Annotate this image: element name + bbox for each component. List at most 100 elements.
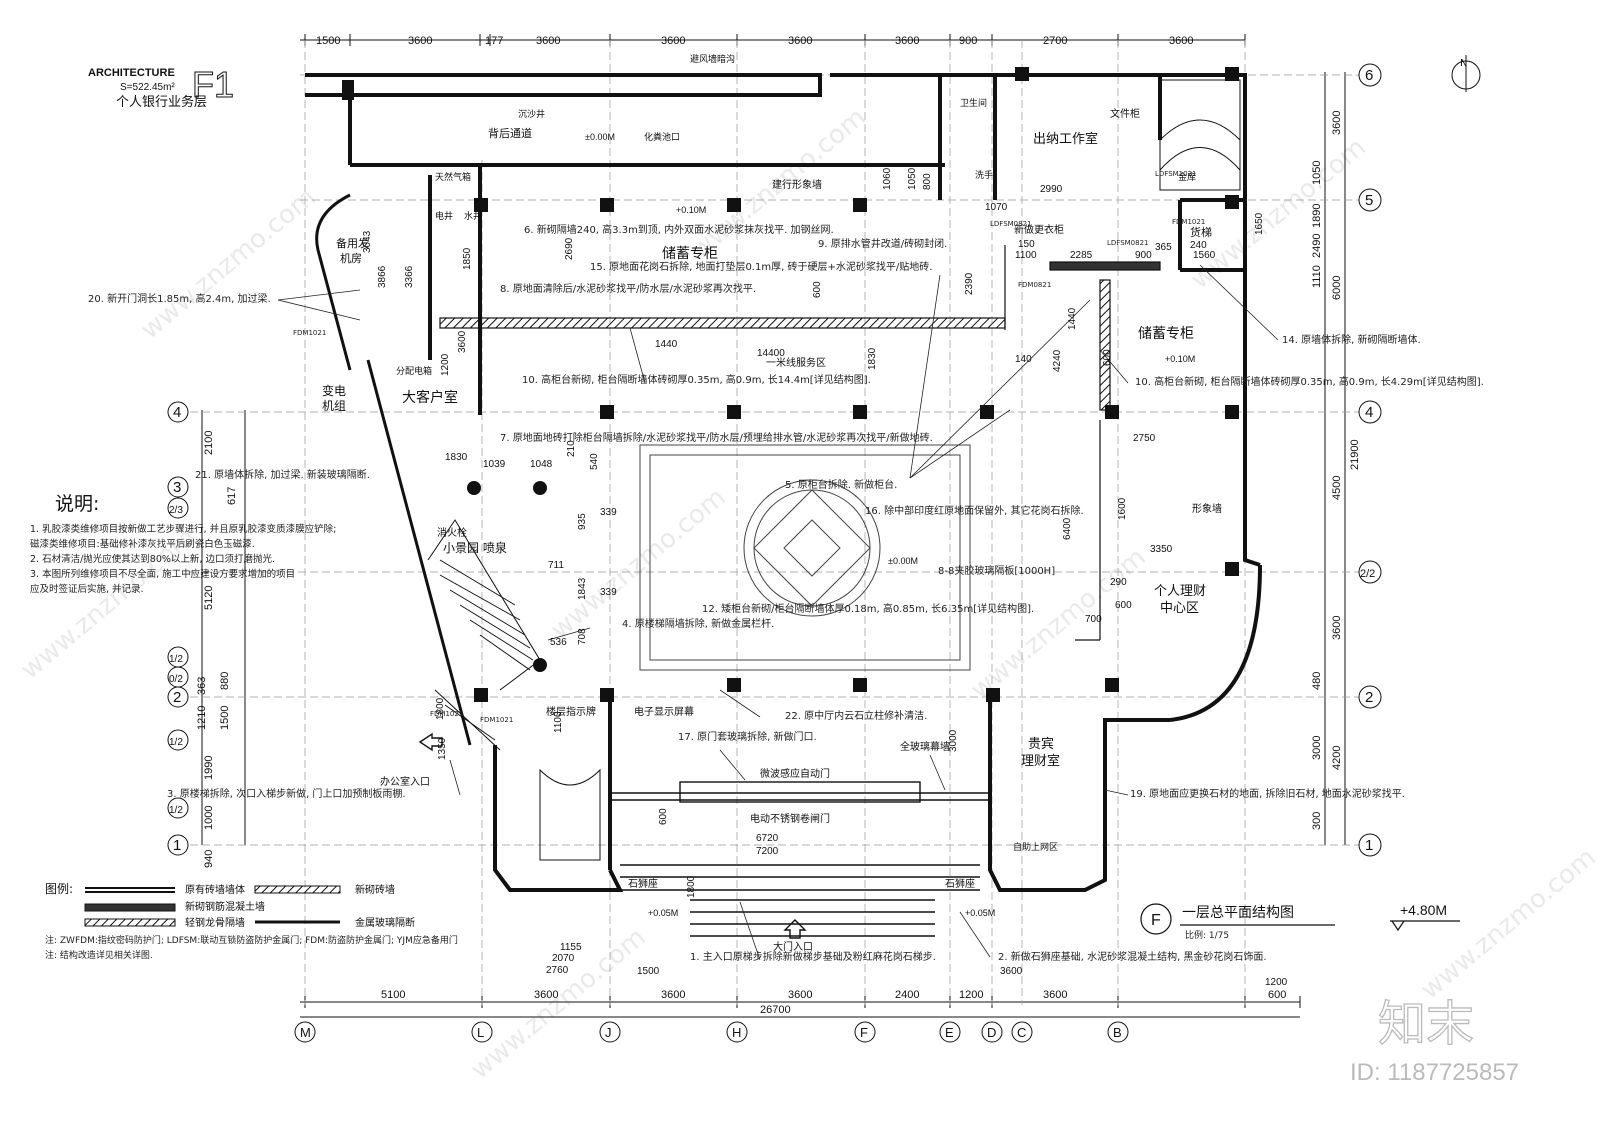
inner-dim-label: 2070 <box>552 953 575 964</box>
axis-bubble <box>167 797 189 819</box>
inner-dim-label: 2750 <box>1133 433 1156 444</box>
left-slant-wall <box>315 193 472 746</box>
axis-label: 6 <box>1365 67 1373 84</box>
axis-label: E <box>945 1025 954 1040</box>
left-dim-label: 1000 <box>203 806 215 830</box>
room-wash: 洗手 <box>975 169 993 181</box>
inner-dim-label: 1048 <box>530 459 553 470</box>
inner-dim-label: 3366 <box>404 265 415 288</box>
legend-item-2: 新砌砖墙 <box>355 883 395 896</box>
inner-dim-label: 2285 <box>1070 250 1093 261</box>
explain-item: 2. 石材清洁/抛光应使其达到80%以上新, 边口须打磨抛光. <box>30 553 275 565</box>
axis-label: 1/2 <box>169 805 183 816</box>
inner-dim-label: 3600 <box>1000 966 1023 977</box>
explain-title: 说明: <box>55 493 99 515</box>
room-image-wall: 形象墙 <box>1192 502 1222 515</box>
annotation-note: 9. 原排水管井改道/砖砌封闭. <box>818 237 947 250</box>
inner-dim-label: 1500 <box>637 966 660 977</box>
room-dist-box: 分配电箱 <box>396 365 432 377</box>
inner-dim-label: 600 <box>812 281 823 298</box>
door-code: FDM1021 <box>430 710 463 718</box>
inner-dim-label: 1050 <box>907 167 918 190</box>
axis-label: 1 <box>173 837 181 854</box>
bottom-dim-label: 3600 <box>788 989 812 1001</box>
axis-label: 1/2 <box>169 654 183 665</box>
columns <box>342 67 1239 702</box>
axis-label: C <box>1017 1025 1026 1040</box>
room-floor-sign: 楼层指示牌 <box>546 705 596 718</box>
counters <box>439 245 1161 641</box>
axis-label: 2 <box>173 689 181 706</box>
legend-swatches <box>84 885 341 927</box>
title-block-graphics <box>1140 903 1460 935</box>
bottom-dim-label: 2400 <box>895 989 919 1001</box>
axis-bubble <box>167 497 189 519</box>
room-auto-door: 微波感应自动门 <box>760 767 830 780</box>
inner-dim-label: 1830 <box>867 347 878 370</box>
inner-dim-label: 800 <box>922 173 933 190</box>
right-dim-label: 21900 <box>1349 439 1361 470</box>
inner-dim-label: 7200 <box>756 846 779 857</box>
top-dim-label: 3600 <box>895 35 919 47</box>
axis-label: 1 <box>1365 837 1373 854</box>
room-elevator: 货梯 <box>1190 225 1212 239</box>
room-power-2: 机组 <box>322 399 346 413</box>
header-floor-code: F1 <box>192 64 234 105</box>
axis-label: 1/2 <box>169 737 183 748</box>
annotation-note: 22. 原中厅内云石立柱修补清洁. <box>785 709 927 722</box>
title-block-letter: F <box>1151 912 1161 929</box>
top-dim-label: 900 <box>959 35 977 47</box>
inner-dim-label: 210 <box>566 440 577 457</box>
room-toilet: 卫生间 <box>960 97 987 109</box>
left-dim-label: 617 <box>226 487 238 505</box>
right-dim-label: 6000 <box>1331 276 1343 300</box>
annotation-note: 21. 原墙体拆除, 加过梁. 新装玻璃隔断. <box>195 468 370 481</box>
door-code: FDM1021 <box>1172 218 1205 226</box>
top-dim-label: 3600 <box>536 35 560 47</box>
axis-label: M <box>300 1025 311 1040</box>
inner-dim-label: 339 <box>600 587 617 598</box>
left-dim-label: 363 <box>196 677 208 695</box>
elevation-2: +0.10M <box>676 205 706 215</box>
room-water-well: 水井 <box>464 210 482 222</box>
axis-label: B <box>1113 1025 1122 1040</box>
inner-dim-label: 1843 <box>577 577 588 600</box>
room-vip-client: 大客户室 <box>402 389 458 406</box>
room-vault: 金库 <box>1178 171 1196 183</box>
top-dim-label: 3600 <box>661 35 685 47</box>
room-shutter: 电动不锈钢卷闸门 <box>750 812 830 825</box>
door-code: LDFSM1021 <box>1155 170 1197 178</box>
door-code: FDM1021 <box>293 329 326 337</box>
axis-label: H <box>732 1025 741 1040</box>
axis-bubble <box>1011 1021 1033 1043</box>
top-dim-label: 3600 <box>1169 35 1193 47</box>
annotation-note: 4. 原楼梯隔墙拆除, 新做金属栏杆. <box>622 617 774 630</box>
axis-label: 3 <box>173 479 181 496</box>
axis-label: 0/2 <box>169 674 183 685</box>
room-vip-finance-2: 理财室 <box>1021 753 1060 769</box>
axis-bubble <box>981 1021 1003 1043</box>
inner-dim-label: 1440 <box>655 339 678 350</box>
axis-label: J <box>605 1025 612 1040</box>
left-dim-label: 5120 <box>203 586 215 610</box>
inner-dim-label: 3600 <box>457 330 468 353</box>
right-dim-label: 3600 <box>1331 616 1343 640</box>
right-dim-label: 300 <box>1311 812 1323 830</box>
inner-dim-label: 1200 <box>440 353 451 376</box>
leader-lines <box>277 264 1279 961</box>
inner-dim-label: 1350 <box>437 737 448 760</box>
axis-bubble <box>726 1021 748 1043</box>
inner-dim-label: 2990 <box>1040 184 1063 195</box>
room-financial-2: 中心区 <box>1160 601 1199 616</box>
inner-dim-label: 540 <box>589 453 600 470</box>
axis-bubble <box>854 1021 876 1043</box>
right-dim-label: 480 <box>1311 672 1323 690</box>
top-dim-label: 3600 <box>408 35 432 47</box>
axis-bubble <box>294 1021 316 1043</box>
right-dim-label: 3600 <box>1331 111 1343 135</box>
explain-item: 应及时签证后实施, 并记录. <box>30 583 144 595</box>
left-dim-label: 880 <box>219 672 231 690</box>
axis-label: 5 <box>1365 192 1373 209</box>
inner-dim-label: 1060 <box>882 167 893 190</box>
header-architecture: ARCHITECTURE <box>88 67 175 79</box>
